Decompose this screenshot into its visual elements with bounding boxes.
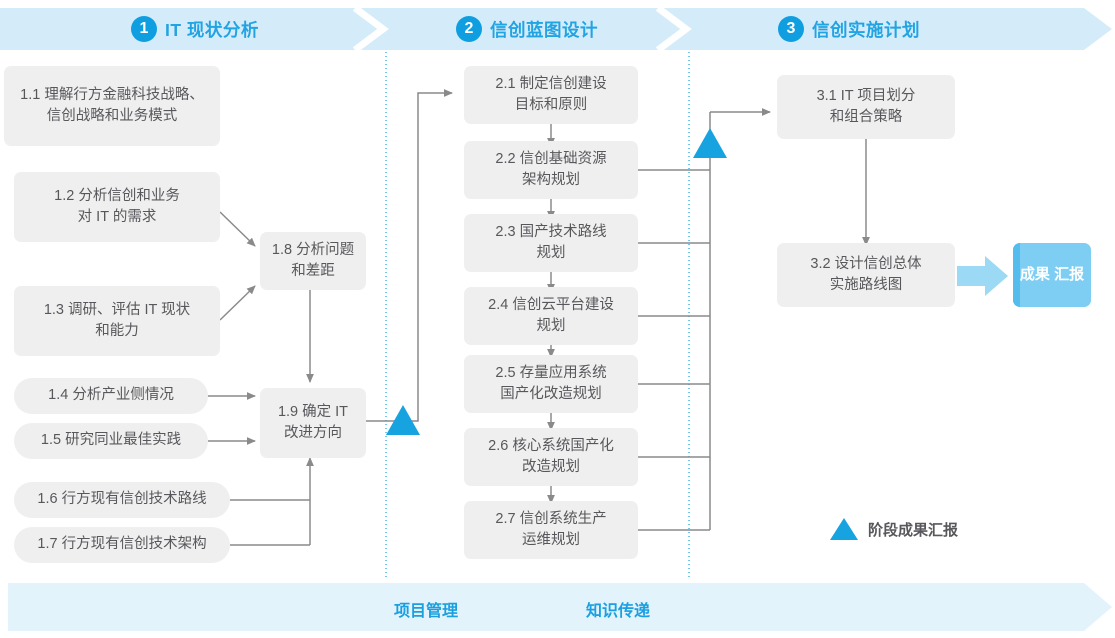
phase-title-3: 信创实施计划 bbox=[812, 19, 920, 40]
process-box-1-6-text: 1.6 行方现有信创技术路线 bbox=[37, 491, 207, 508]
process-box-2-6-text: 2.6 核心系统国产化 改造规划 bbox=[488, 437, 614, 475]
process-box-3-1-text: 3.1 IT 项目划分 和组合策略 bbox=[816, 87, 916, 125]
process-box-1-9[interactable]: 1.9 确定 IT 改进方向 bbox=[260, 388, 366, 458]
process-box-1-5-text: 1.5 研究同业最佳实践 bbox=[40, 432, 182, 449]
process-box-2-5[interactable]: 2.5 存量应用系统 国产化改造规划 bbox=[464, 355, 638, 413]
process-box-1-3-text: 1.3 调研、评估 IT 现状 和能力 bbox=[43, 301, 191, 339]
process-box-2-2[interactable]: 2.2 信创基础资源 架构规划 bbox=[464, 141, 638, 199]
result-block-arrow bbox=[957, 256, 1008, 296]
process-box-1-2-text: 1.2 分析信创和业务 对 IT 的需求 bbox=[54, 187, 180, 225]
process-box-3-1[interactable]: 3.1 IT 项目划分 和组合策略 bbox=[777, 75, 955, 139]
process-box-1-1[interactable]: 1.1 理解行方金融科技战略、 信创战略和业务模式 bbox=[4, 66, 220, 146]
process-box-1-4-text: 1.4 分析产业侧情况 bbox=[48, 387, 174, 404]
process-box-1-6[interactable]: 1.6 行方现有信创技术路线 bbox=[14, 482, 230, 518]
phase-number-2: 2 bbox=[456, 16, 482, 42]
process-box-2-5-text: 2.5 存量应用系统 国产化改造规划 bbox=[495, 364, 607, 402]
phase-title-2: 信创蓝图设计 bbox=[490, 19, 598, 40]
process-box-2-4[interactable]: 2.4 信创云平台建设 规划 bbox=[464, 287, 638, 345]
process-box-1-8[interactable]: 1.8 分析问题 和差距 bbox=[260, 232, 366, 290]
process-box-1-1-text: 1.1 理解行方金融科技战略、 信创战略和业务模式 bbox=[20, 86, 204, 124]
footer-label-knowledge-transfer: 知识传递 bbox=[586, 603, 651, 620]
process-box-1-7[interactable]: 1.7 行方现有信创技术架构 bbox=[14, 527, 230, 563]
milestone-triangle-phase2 bbox=[693, 128, 727, 158]
phase-header-3: 3 信创实施计划 bbox=[778, 16, 920, 42]
process-box-2-7-text: 2.7 信创系统生产 运维规划 bbox=[495, 510, 607, 548]
result-report-chip-text: 成果 汇报 bbox=[1019, 266, 1085, 284]
process-box-1-5[interactable]: 1.5 研究同业最佳实践 bbox=[14, 423, 208, 459]
process-box-2-6[interactable]: 2.6 核心系统国产化 改造规划 bbox=[464, 428, 638, 486]
process-box-1-4[interactable]: 1.4 分析产业侧情况 bbox=[14, 378, 208, 414]
process-box-2-4-text: 2.4 信创云平台建设 规划 bbox=[488, 296, 614, 334]
process-box-3-2[interactable]: 3.2 设计信创总体 实施路线图 bbox=[777, 243, 955, 307]
legend-label: 阶段成果汇报 bbox=[868, 521, 959, 539]
process-box-2-3[interactable]: 2.3 国产技术路线 规划 bbox=[464, 214, 638, 272]
phase-title-1: IT 现状分析 bbox=[165, 19, 259, 40]
result-report-chip[interactable]: 成果 汇报 bbox=[1013, 243, 1091, 307]
milestone-triangle-phase1 bbox=[386, 405, 420, 435]
footer-band bbox=[8, 583, 1112, 631]
legend-milestone: 阶段成果汇报 bbox=[830, 518, 958, 540]
process-box-1-7-text: 1.7 行方现有信创技术架构 bbox=[37, 536, 207, 553]
process-box-2-1[interactable]: 2.1 制定信创建设 目标和原则 bbox=[464, 66, 638, 124]
process-box-2-2-text: 2.2 信创基础资源 架构规划 bbox=[495, 150, 607, 188]
phase-header-2: 2 信创蓝图设计 bbox=[456, 16, 598, 42]
process-box-1-8-text: 1.8 分析问题 和差距 bbox=[271, 241, 355, 279]
phase-number-3: 3 bbox=[778, 16, 804, 42]
process-box-1-2[interactable]: 1.2 分析信创和业务 对 IT 的需求 bbox=[14, 172, 220, 242]
phase-header-1: 1 IT 现状分析 bbox=[131, 16, 259, 42]
process-box-2-1-text: 2.1 制定信创建设 目标和原则 bbox=[495, 75, 607, 113]
process-box-2-7[interactable]: 2.7 信创系统生产 运维规划 bbox=[464, 501, 638, 559]
process-box-1-3[interactable]: 1.3 调研、评估 IT 现状 和能力 bbox=[14, 286, 220, 356]
process-box-2-3-text: 2.3 国产技术路线 规划 bbox=[495, 223, 607, 261]
triangle-icon bbox=[830, 518, 858, 540]
phase-number-1: 1 bbox=[131, 16, 157, 42]
process-box-3-2-text: 3.2 设计信创总体 实施路线图 bbox=[810, 255, 922, 293]
process-box-1-9-text: 1.9 确定 IT 改进方向 bbox=[277, 403, 349, 441]
footer-label-project-management: 项目管理 bbox=[394, 603, 459, 620]
